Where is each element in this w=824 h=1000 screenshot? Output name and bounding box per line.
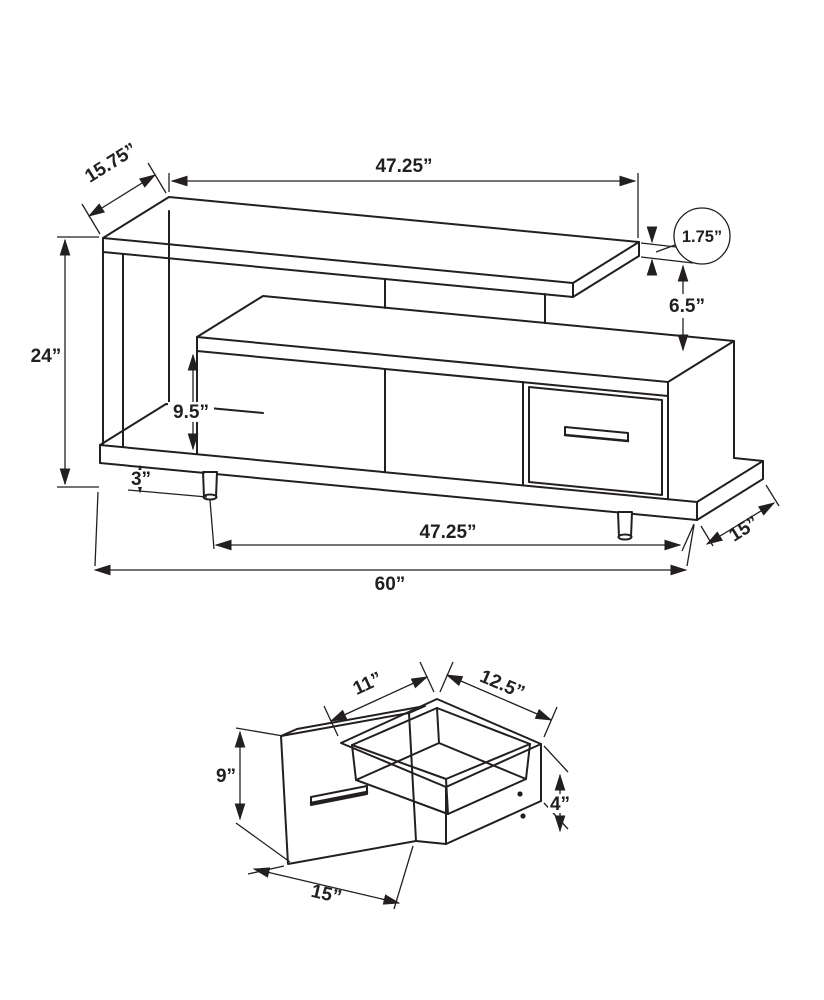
- dim-drawer-side-height: 4”: [543, 745, 573, 833]
- dim-leg-height: 3”: [127, 464, 208, 498]
- dim-shelf-gap: 6.5”: [669, 264, 705, 352]
- dim-shelf-gap-label: 6.5”: [669, 296, 705, 317]
- dim-top-width-label: 47.25”: [375, 156, 432, 177]
- dim-overall-width-label: 60”: [375, 574, 406, 595]
- dim-top-width: 47.25”: [168, 156, 639, 238]
- dim-overall-height-label: 24”: [31, 346, 62, 367]
- drawer-front: [528, 386, 663, 496]
- dim-drawer-front-height: 9”: [216, 727, 291, 863]
- dim-drawer-inner-depth-label: 12.5”: [477, 666, 528, 703]
- dim-drawer-inner-width-label: 11”: [350, 668, 386, 700]
- lower-cabinet: [196, 278, 735, 500]
- front-right-leg: [617, 511, 633, 541]
- dim-drawer-front-height-label: 9”: [216, 766, 236, 787]
- left-panel: [102, 210, 170, 448]
- drawer-box: [280, 698, 542, 865]
- dim-overall-width: 60”: [93, 491, 695, 595]
- dim-drawer-width-label: 15”: [309, 881, 344, 908]
- dim-drawer-side-height-label: 4”: [550, 794, 570, 815]
- upper-shelf: [102, 196, 640, 298]
- drawer-front-panel: [280, 712, 417, 865]
- dim-compartment-height: 9.5”: [168, 353, 214, 451]
- screw-dot-top: [517, 791, 523, 797]
- drawer-dimensions: 11” 12.5” 9” 4” 15”: [216, 661, 573, 910]
- drawer-drawing: [280, 698, 542, 865]
- dim-top-depth: 15.75”: [81, 139, 167, 235]
- dim-cabinet-width: 47.25”: [209, 499, 695, 552]
- dim-top-depth-label: 15.75”: [81, 139, 141, 187]
- dim-overall-height: 24”: [31, 236, 99, 488]
- dim-shelf-thickness: 1.75”: [640, 207, 731, 276]
- dim-leg-height-label: 3”: [131, 469, 151, 490]
- front-left-leg: [202, 471, 218, 501]
- dim-cabinet-width-label: 47.25”: [419, 522, 476, 543]
- dim-shelf-thickness-label: 1.75”: [682, 228, 722, 246]
- tv-stand-drawing: [99, 196, 764, 541]
- dim-compartment-height-label: 9.5”: [173, 402, 209, 423]
- tv-stand-dimensions: 15.75” 47.25” 1.75” 6.5”: [31, 139, 780, 595]
- drawer-panel-handle: [309, 785, 369, 806]
- screw-dot-bottom: [520, 813, 526, 819]
- dim-depth-label: 15”: [726, 512, 763, 546]
